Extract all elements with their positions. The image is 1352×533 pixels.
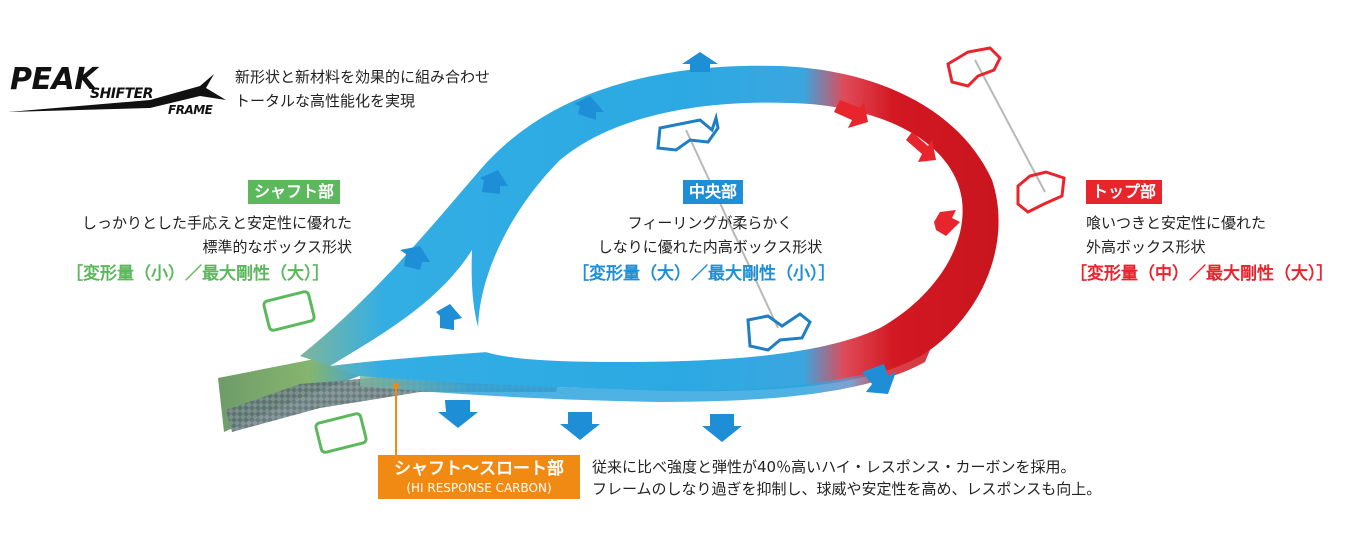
racket-head-inner — [478, 102, 963, 362]
arrow-red-1 — [834, 100, 868, 128]
center-desc-1: フィーリングが柔らかく — [627, 214, 793, 232]
throat-badge-title: シャフト～スロート部 — [394, 459, 564, 479]
arrow-red-2 — [906, 132, 936, 162]
arrow-down-4 — [862, 364, 896, 394]
center-spec: ［変形量（大）／最大剛性（小）］ — [572, 264, 836, 284]
logo-word-peak: PEAK — [10, 62, 97, 97]
top-section-shape-2 — [1016, 170, 1066, 214]
logo-word-shifter: SHIFTER — [90, 86, 153, 102]
arrow-up-4 — [400, 246, 430, 270]
logo-swoosh — [8, 74, 226, 112]
shaft-section-shape-1 — [262, 290, 316, 332]
shaft-desc-1: しっかりとした手応えと安定性に優れた — [81, 214, 352, 232]
shaft-section-shape-2 — [314, 412, 368, 454]
center-section-line — [685, 129, 779, 329]
top-section-shape-1 — [946, 46, 1002, 88]
center-section-shape-1 — [656, 112, 720, 152]
top-badge: トップ部 — [1086, 180, 1163, 204]
top-desc-2: 外高ボックス形状 — [1086, 238, 1206, 256]
top-spec: ［変形量（中）／最大剛性（大）］ — [1070, 264, 1334, 284]
throat-badge: シャフト～スロート部 (HI RESPONSE CARBON) — [378, 455, 580, 499]
center-desc-2: しなりに優れた内高ボックス形状 — [597, 238, 823, 256]
throat-desc-2: フレームのしなり過ぎを抑制し、球威や安定性を高め、レスポンスも向上。 — [592, 480, 1102, 498]
arrow-down-1 — [438, 400, 478, 428]
logo-word-frame: FRAME — [168, 103, 213, 117]
arrow-up-2 — [574, 96, 604, 120]
deformation-arrows-red — [834, 100, 960, 236]
throat-pointer-dot — [393, 383, 399, 389]
arrow-up-3 — [480, 170, 508, 194]
top-desc-1: 喰いつきと安定性に優れた — [1086, 214, 1267, 232]
shaft-badge: シャフト部 — [248, 180, 341, 204]
intro-line-1: 新形状と新材料を効果的に組み合わせ — [235, 68, 491, 86]
arrow-red-3 — [934, 210, 960, 236]
throat-opening — [330, 250, 488, 366]
intro-line-2: トータルな高性能化を実現 — [235, 92, 416, 110]
throat-badge-sub: (HI RESPONSE CARBON) — [406, 481, 552, 495]
arrow-inner-1 — [436, 304, 462, 330]
shaft-desc-2: 標準的なボックス形状 — [202, 238, 352, 256]
deformation-arrows-blue — [400, 52, 896, 442]
arrow-down-2 — [560, 412, 600, 440]
center-badge: 中央部 — [683, 180, 744, 204]
top-section-line — [974, 59, 1046, 193]
throat-desc-1: 従来に比べ強度と弾性が40％高いハイ・レスポンス・カーボンを採用。 — [592, 458, 1076, 476]
center-section-shape-2 — [746, 312, 812, 352]
arrow-up-1 — [682, 52, 718, 72]
lower-beam — [360, 350, 930, 402]
arrow-down-3 — [702, 414, 742, 442]
shaft-spec: ［変形量（小）／最大剛性（大）］ — [66, 264, 330, 284]
